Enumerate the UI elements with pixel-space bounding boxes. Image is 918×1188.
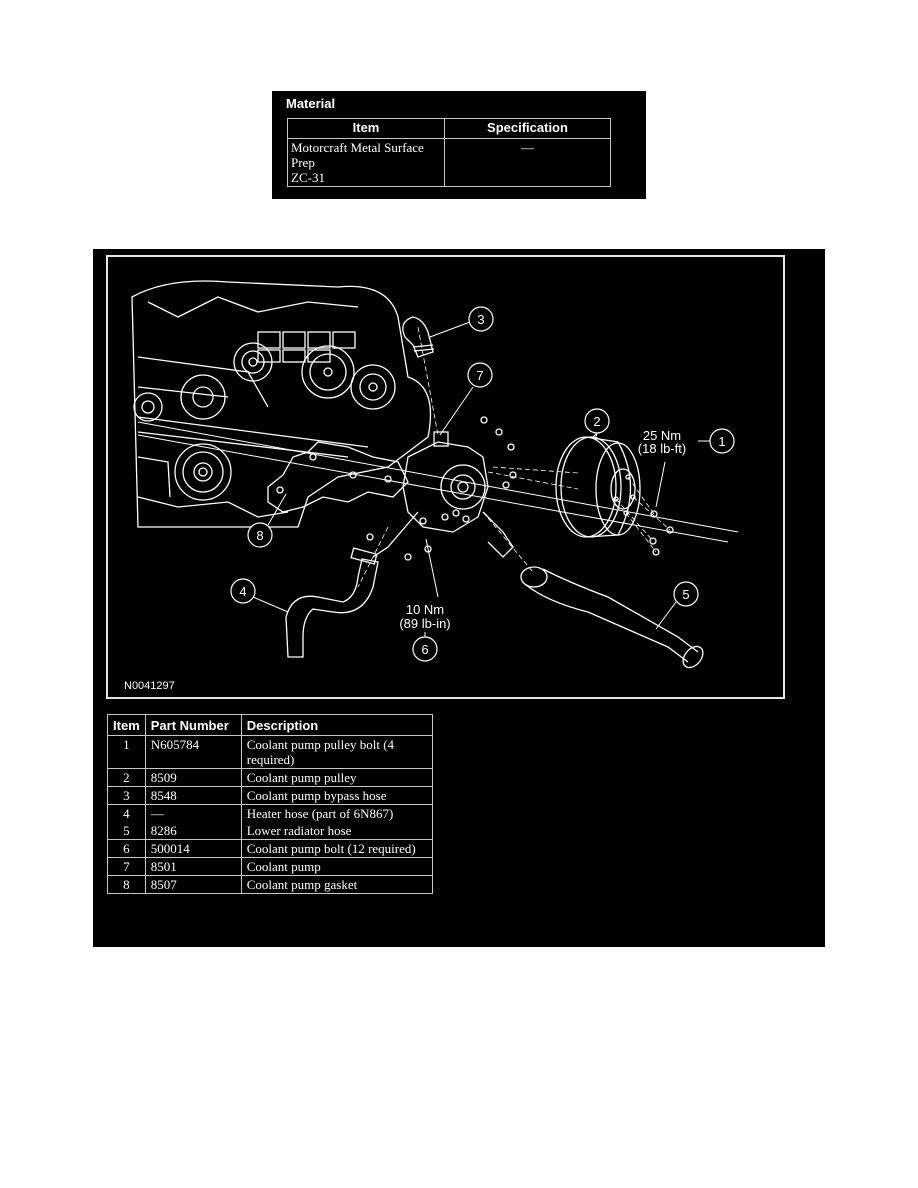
material-item-line: Prep [291, 155, 315, 170]
cell-description: Coolant pump [240, 857, 434, 876]
cell-description: Heater hose (part of 6N867) [240, 804, 434, 822]
callout-1: 1 25 Nm (18 lb-ft) [638, 428, 735, 508]
callout-4: 4 [230, 578, 289, 613]
bypass-hose-illustration [402, 316, 435, 358]
callout-8: 8 [247, 493, 287, 548]
cell-part-number: N605784 [144, 735, 242, 769]
cell-part-number: 8507 [144, 875, 242, 894]
cell-part-number: 8501 [144, 857, 242, 876]
cell-description: Coolant pump bypass hose [240, 786, 434, 805]
svg-text:7: 7 [476, 368, 483, 383]
coolant-pump-exploded-diagram: 3 7 2 1 25 Nm (18 lb-ft) [131, 280, 739, 669]
svg-text:3: 3 [477, 312, 484, 327]
table-row: 1 N605784 Coolant pump pulley bolt (4 re… [107, 735, 434, 769]
material-table: Item Specification Motorcraft Metal Surf… [287, 118, 611, 187]
svg-text:(18 lb-ft): (18 lb-ft) [638, 441, 686, 456]
parts-header-description: Description [240, 714, 434, 736]
material-header-specification: Specification [444, 118, 611, 139]
parts-header-part-number: Part Number [144, 714, 242, 736]
cell-description: Coolant pump bolt (12 required) [240, 839, 434, 858]
cell-part-number: 8548 [144, 786, 242, 805]
svg-text:25 Nm: 25 Nm [643, 428, 681, 443]
material-specification: — [444, 138, 611, 187]
material-item-line: ZC-31 [291, 170, 325, 185]
table-row: 2 8509 Coolant pump pulley [107, 768, 434, 787]
svg-text:6: 6 [421, 642, 428, 657]
callout-3: 3 [429, 306, 494, 338]
svg-text:1: 1 [718, 434, 725, 449]
material-title: Material [286, 96, 336, 111]
engine-block-illustration [131, 280, 432, 528]
parts-table: Item Part Number Description 1 N605784 C… [107, 714, 434, 894]
svg-text:(89 lb-in): (89 lb-in) [399, 616, 450, 631]
parts-header-item: Item [107, 714, 146, 736]
cell-item: 6 [107, 839, 146, 858]
cell-description: Coolant pump pulley [240, 768, 434, 787]
cell-part-number: — [144, 804, 242, 822]
table-row: 6 500014 Coolant pump bolt (12 required) [107, 839, 434, 858]
cell-item: 1 [107, 735, 146, 769]
table-row: 8 8507 Coolant pump gasket [107, 875, 434, 894]
heater-hose-illustration [285, 547, 379, 658]
material-item: Motorcraft Metal Surface Prep ZC-31 [287, 138, 445, 187]
cell-part-number: 8509 [144, 768, 242, 787]
parts-header-row: Item Part Number Description [107, 714, 434, 736]
table-row: 3 8548 Coolant pump bypass hose [107, 786, 434, 805]
coolant-pump-bolts-illustration [366, 416, 517, 561]
cell-item: 4 [107, 804, 146, 822]
cell-item: 3 [107, 786, 146, 805]
svg-text:8: 8 [256, 528, 263, 543]
material-box: Material Item Specification Motorcraft M… [272, 91, 646, 199]
material-row: Motorcraft Metal Surface Prep ZC-31 — [287, 138, 611, 187]
table-row: 4 — Heater hose (part of 6N867) [107, 804, 434, 822]
illustration-panel: 3 7 2 1 25 Nm (18 lb-ft) [93, 249, 825, 947]
svg-text:5: 5 [682, 587, 689, 602]
callout-2: 2 [584, 408, 610, 440]
cell-part-number: 8286 [144, 822, 242, 840]
pulley-bolts-illustration [649, 510, 674, 556]
table-row: 5 8286 Lower radiator hose [107, 822, 434, 840]
svg-text:2: 2 [593, 414, 600, 429]
cell-description: Lower radiator hose [240, 822, 434, 840]
cell-item: 7 [107, 857, 146, 876]
figure-id: N0041297 [124, 680, 175, 692]
callout-5: 5 [655, 581, 699, 630]
table-row: 7 8501 Coolant pump [107, 857, 434, 876]
callout-7: 7 [439, 362, 493, 436]
material-item-line: Motorcraft Metal Surface [291, 140, 424, 155]
cell-part-number: 500014 [144, 839, 242, 858]
svg-text:10 Nm: 10 Nm [406, 602, 444, 617]
cell-description: Coolant pump gasket [240, 875, 434, 894]
cell-item: 5 [107, 822, 146, 840]
svg-text:4: 4 [239, 584, 246, 599]
material-header-row: Item Specification [287, 118, 611, 139]
coolant-pump-pulley-illustration [555, 436, 641, 538]
callout-6: 6 10 Nm (89 lb-in) [399, 538, 451, 662]
lower-radiator-hose-illustration [520, 566, 704, 669]
coolant-pump-illustration [372, 431, 514, 558]
material-header-item: Item [287, 118, 445, 139]
cell-item: 2 [107, 768, 146, 787]
cell-description: Coolant pump pulley bolt (4 required) [240, 735, 434, 769]
diagram-frame: 3 7 2 1 25 Nm (18 lb-ft) [106, 255, 785, 699]
bolt-dashed-leaders [357, 326, 671, 588]
cell-item: 8 [107, 875, 146, 894]
